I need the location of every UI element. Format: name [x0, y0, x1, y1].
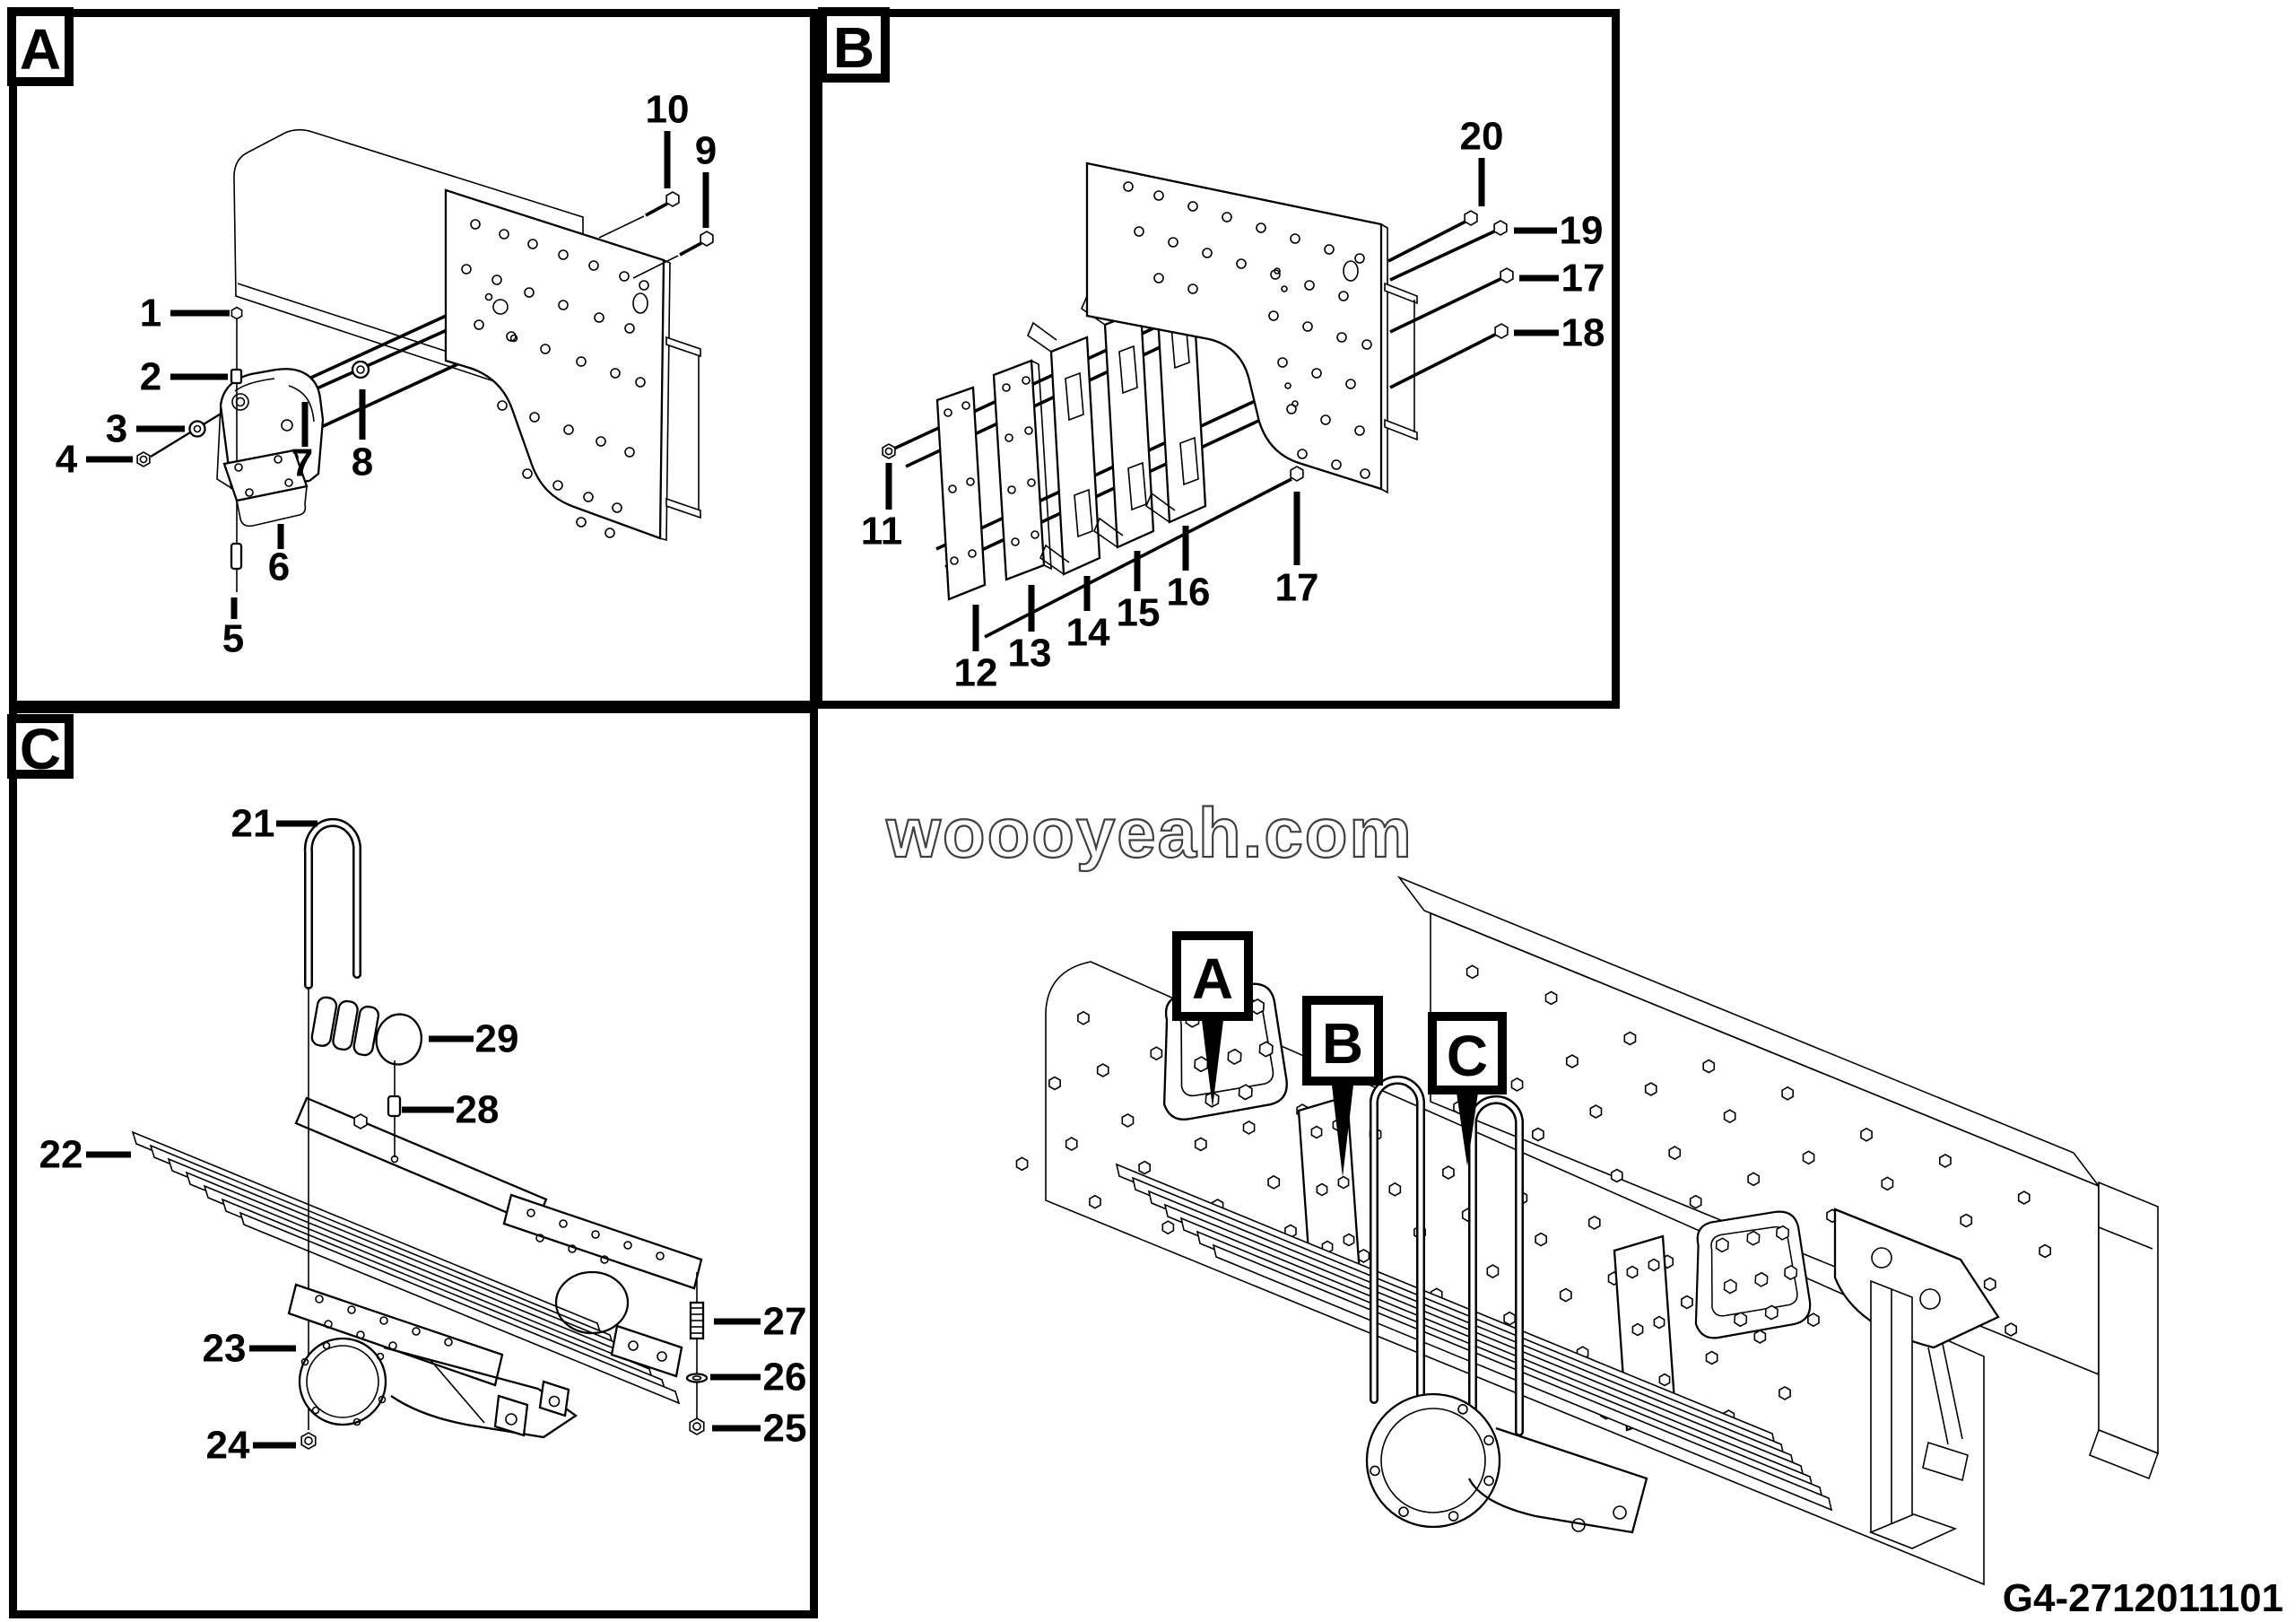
- panel-b-border: [814, 9, 1620, 709]
- channel-plates: [1027, 269, 1207, 576]
- panel-b-drawing: [882, 161, 1514, 639]
- callout-number-12: 12: [954, 651, 998, 695]
- callout-number-24: 24: [206, 1424, 250, 1468]
- panel-a-drawing: [136, 128, 714, 592]
- detail-label-box-C: [1428, 1012, 1507, 1094]
- right-perch: [502, 1193, 703, 1290]
- panel-b-label-box: [818, 7, 890, 83]
- shim-plate-13: [992, 359, 1046, 581]
- callout-number-19: 19: [1560, 209, 1604, 253]
- callout-number-27: 27: [763, 1300, 807, 1344]
- callout-number-28: 28: [456, 1088, 500, 1132]
- panel-a-label-box: [7, 7, 74, 86]
- panel-c-label-box: [7, 714, 74, 779]
- callout-number-23: 23: [203, 1327, 247, 1371]
- main-labels: A B C: [1172, 931, 1507, 1177]
- callout-number-16: 16: [1167, 571, 1211, 615]
- panel-c-callouts: 21 29 28 22 23 24 27 26 25: [39, 802, 807, 1468]
- callout-number-26: 26: [763, 1356, 807, 1400]
- callout-number-10: 10: [646, 88, 690, 132]
- detail-label-letter-B: B: [1322, 1011, 1363, 1076]
- mounting-plate: [444, 188, 665, 540]
- callout-number-15: 15: [1117, 591, 1161, 635]
- callout-number-20: 20: [1460, 115, 1504, 159]
- detail-label-letter-C: C: [1447, 1024, 1488, 1088]
- callout-number-2: 2: [140, 355, 161, 399]
- detail-pointer-A: [1201, 1013, 1224, 1108]
- leaf-spring: [131, 1130, 681, 1405]
- panel-b-label: B: [818, 7, 890, 83]
- detail-pointer-B: [1331, 1077, 1354, 1177]
- rail-end-channel: [2098, 1181, 2159, 1455]
- detail-label-box-B: [1302, 996, 1383, 1086]
- spacer: [351, 360, 370, 379]
- panel-a-label-letter: A: [20, 17, 61, 82]
- panel-c-border: [9, 705, 818, 1618]
- mounting-plate-b: [1085, 161, 1383, 491]
- callout-number-13: 13: [1008, 632, 1052, 676]
- callout-number-7: 7: [291, 441, 313, 485]
- u-bolt: [303, 817, 361, 990]
- watermark: woooyeah.com: [885, 793, 1413, 872]
- callout-number-18: 18: [1561, 311, 1605, 355]
- callout-number-4: 4: [56, 438, 78, 482]
- main-axle-hub: [1365, 1392, 1501, 1529]
- callout-number-17: 17: [1561, 257, 1605, 301]
- panel-a-border: [9, 9, 818, 709]
- callout-number-9: 9: [695, 129, 717, 173]
- callout-number-11: 11: [861, 510, 903, 554]
- main-view: woooyeah.com: [884, 792, 2283, 1620]
- callout-number-6: 6: [268, 545, 290, 589]
- plate-a-holes: [461, 219, 649, 538]
- callout-number-5: 5: [222, 617, 244, 661]
- axle-perch: [287, 1283, 504, 1387]
- panel-c-label: C: [7, 714, 74, 781]
- detail-label-letter-A: A: [1192, 946, 1233, 1011]
- panel-c-drawing: [131, 817, 709, 1450]
- callout-number-21: 21: [231, 802, 275, 846]
- panel-b-hardware: [882, 210, 1514, 482]
- callout-number-22: 22: [39, 1133, 83, 1177]
- panel-a-hardware: [136, 191, 714, 467]
- shim-plate-12: [935, 386, 987, 601]
- main-drawing: [1015, 876, 2160, 1586]
- bumper: [310, 996, 422, 1066]
- panel-a-label: A: [7, 7, 74, 86]
- hub-bolts: [1370, 1404, 1494, 1522]
- callout-number-17: 17: [1275, 566, 1319, 610]
- detail-label-box-A: [1172, 931, 1253, 1021]
- plate-b-holes: [1123, 181, 1372, 479]
- panel-b-label-letter: B: [833, 15, 874, 80]
- callout-number-8: 8: [352, 440, 373, 484]
- panel-c: C 21 29 28 22 23 24 27 26 25: [7, 705, 818, 1618]
- washer: [188, 420, 206, 438]
- detail-pointer-C: [1456, 1086, 1479, 1166]
- panel-c-hardware: [300, 1113, 705, 1450]
- drawing-number: G4-2712011101: [2003, 1576, 2283, 1620]
- panel-c-label-letter: C: [20, 717, 61, 781]
- callout-number-14: 14: [1066, 611, 1110, 655]
- callout-number-1: 1: [140, 292, 161, 336]
- stud-threads: [691, 1307, 703, 1334]
- axle-hub: [298, 1337, 387, 1426]
- callout-number-29: 29: [475, 1017, 519, 1061]
- callout-number-25: 25: [763, 1407, 807, 1451]
- callout-number-3: 3: [106, 407, 127, 451]
